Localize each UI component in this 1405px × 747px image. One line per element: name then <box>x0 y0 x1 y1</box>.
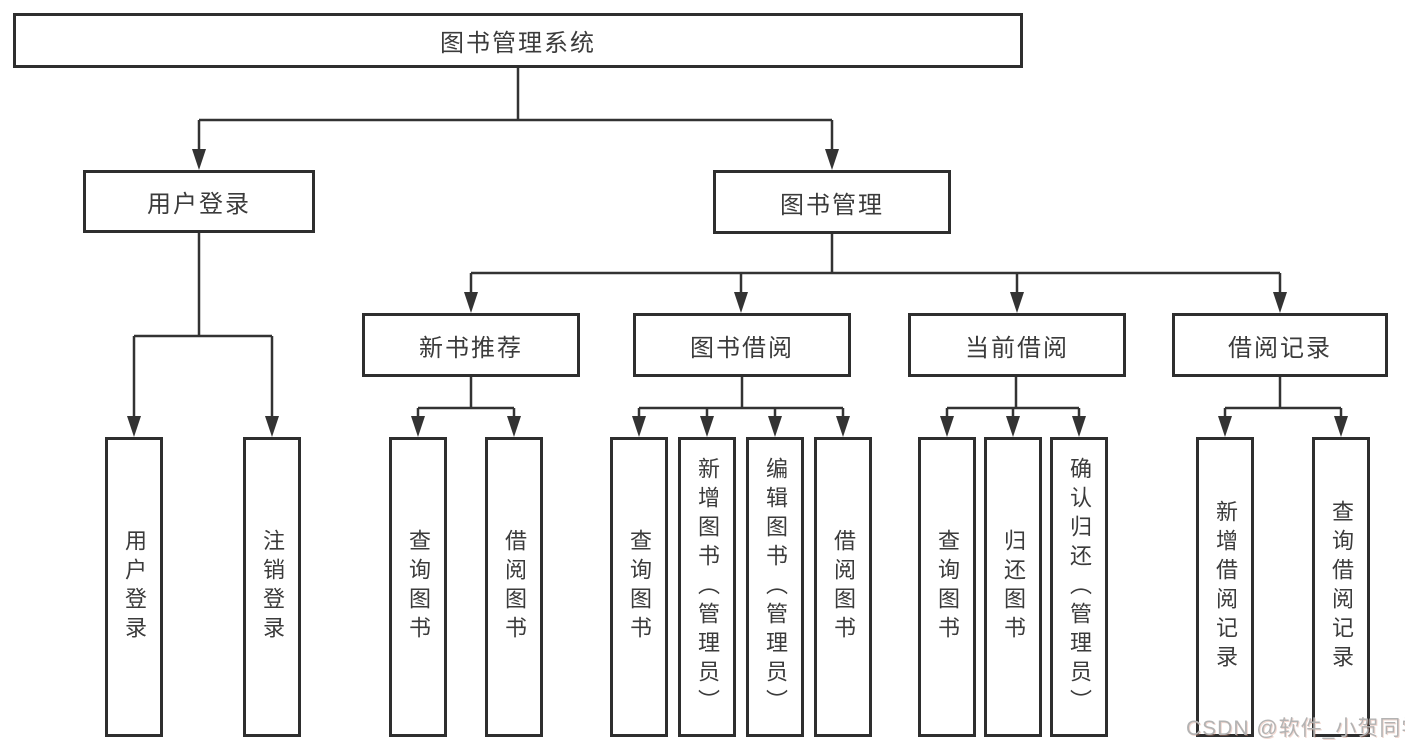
leaf-add-borrow-record: 新增借阅记录 <box>1196 437 1254 737</box>
leaf-query-borrow-record: 查询借阅记录 <box>1312 437 1370 737</box>
leaf-add-book-admin: 新增图书（管理员） <box>678 437 736 737</box>
node-borrowing-records: 借阅记录 <box>1172 313 1388 377</box>
leaf-confirm-return-admin: 确认归还（管理员） <box>1050 437 1108 737</box>
node-book-borrowing: 图书借阅 <box>633 313 851 377</box>
node-new-book-recommend: 新书推荐 <box>362 313 580 377</box>
leaf-edit-book-admin: 编辑图书（管理员） <box>746 437 804 737</box>
csdn-watermark: CSDN @软件_小贺同学 <box>1186 717 1405 740</box>
leaf-query-books-recommend: 查询图书 <box>389 437 447 737</box>
leaf-logout: 注销登录 <box>243 437 301 737</box>
leaf-borrow-books-recommend: 借阅图书 <box>485 437 543 737</box>
leaf-user-login: 用户登录 <box>105 437 163 737</box>
node-book-management: 图书管理 <box>713 170 951 234</box>
leaf-return-book: 归还图书 <box>984 437 1042 737</box>
node-user-login: 用户登录 <box>83 170 315 233</box>
leaf-query-books-borrow: 查询图书 <box>610 437 668 737</box>
leaf-borrow-books: 借阅图书 <box>814 437 872 737</box>
node-current-borrowing: 当前借阅 <box>908 313 1126 377</box>
leaf-query-books-current: 查询图书 <box>918 437 976 737</box>
node-library-system-root: 图书管理系统 <box>13 13 1023 68</box>
